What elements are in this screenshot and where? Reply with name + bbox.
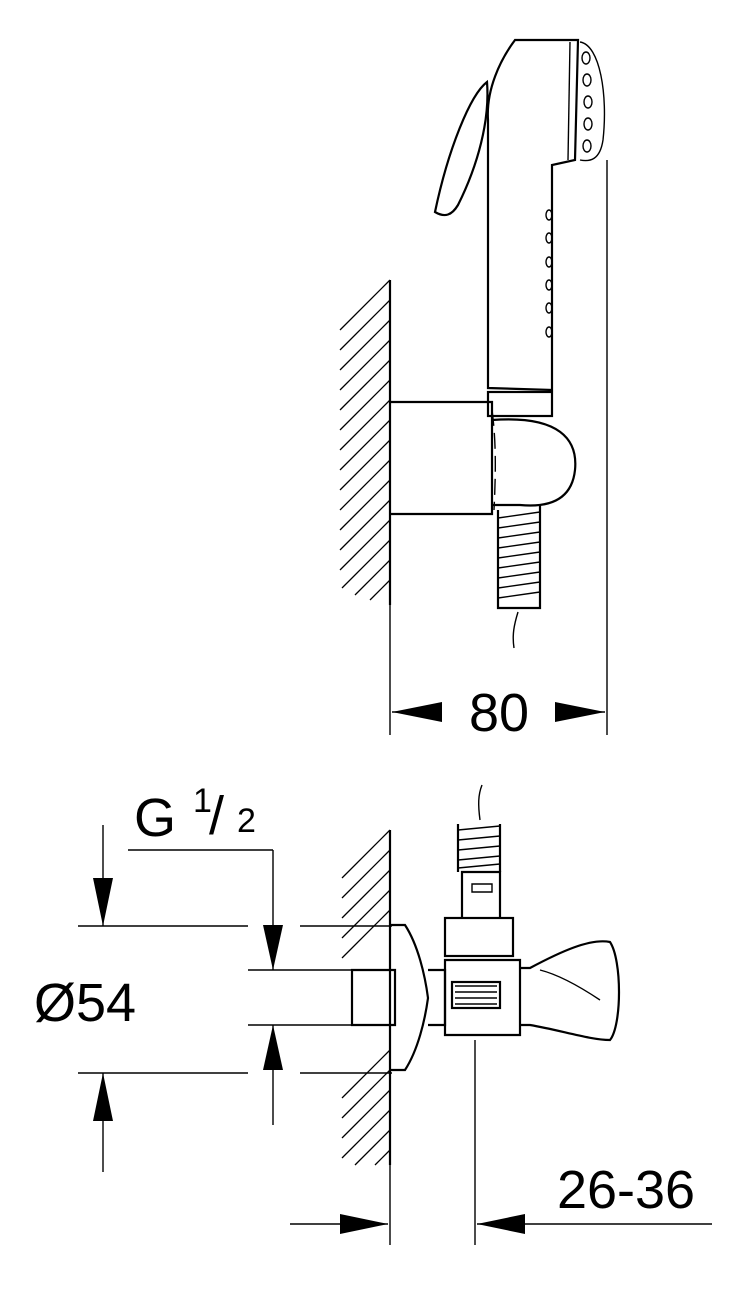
upper-wall xyxy=(339,279,392,605)
lower-wall-hatching xyxy=(341,829,391,1166)
hand-shower xyxy=(433,38,606,418)
lower-wall xyxy=(341,829,392,1166)
thread-dimension-letter: G xyxy=(134,788,176,848)
diameter-dimension-label: Ø54 xyxy=(34,973,136,1033)
spray-holes xyxy=(581,51,593,153)
angle-valve xyxy=(350,870,621,1072)
adjust-dimension: 26-36 xyxy=(290,1040,712,1245)
thread-dimension-slash: / xyxy=(209,786,224,846)
width-dimension-label: 80 xyxy=(469,683,529,743)
diameter-dimension: Ø54 xyxy=(34,825,392,1172)
wall-holder xyxy=(390,400,577,516)
thread-dimension-denominator: 2 xyxy=(237,802,256,840)
adjust-dimension-label: 26-36 xyxy=(557,1160,695,1220)
width-dimension: 80 xyxy=(389,160,608,743)
grip-dots xyxy=(545,209,553,338)
upper-hose xyxy=(496,505,542,649)
thread-dimension-numerator: 1 xyxy=(193,782,212,820)
upper-wall-hatching xyxy=(339,279,391,601)
lower-hose xyxy=(456,784,502,872)
thread-dimension: G 1 / 2 xyxy=(128,782,355,1125)
